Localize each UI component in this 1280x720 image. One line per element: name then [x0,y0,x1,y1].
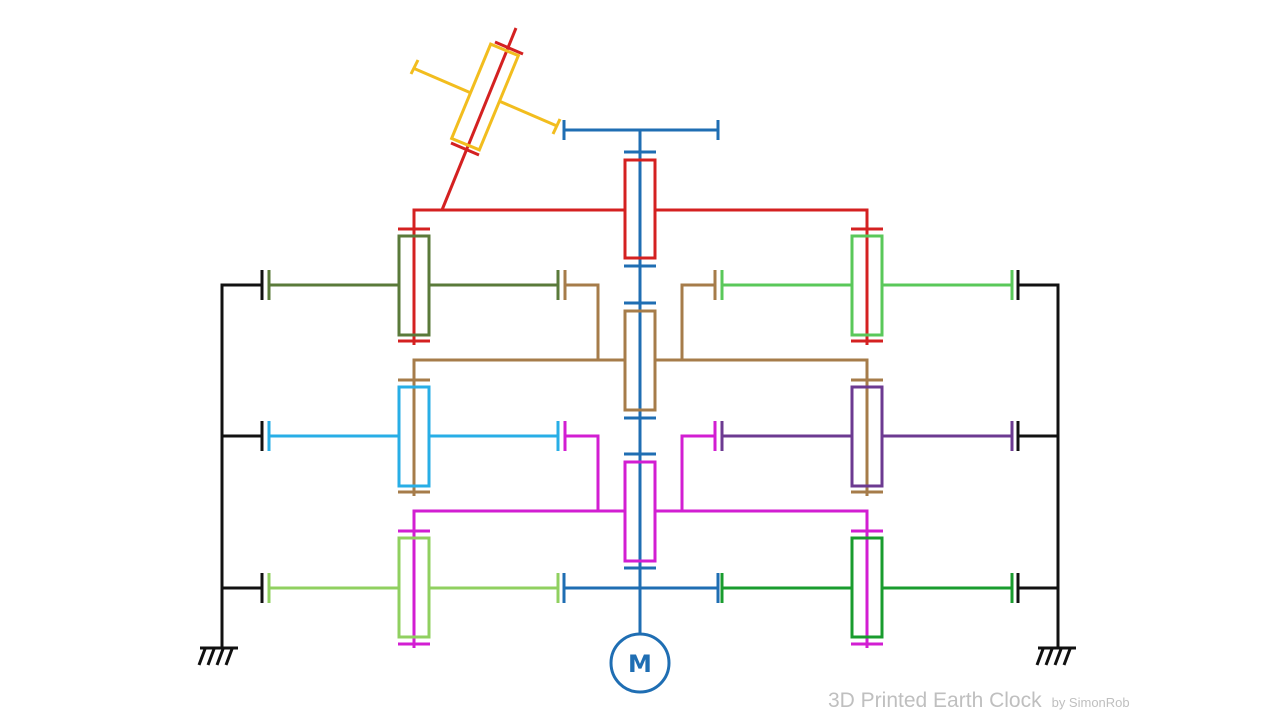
footer-byline: by SimonRob [1052,695,1130,710]
green-gear-lower-right [720,536,1014,639]
green-gear-upper-right [720,234,1014,337]
frame-left [220,283,262,647]
ground-left-icon [197,646,238,666]
magenta-carrier [398,421,883,648]
frame-right [1018,283,1060,647]
motor-shaft [562,120,720,633]
frame-bearings [260,270,1020,603]
olive-gear-upper-left [267,234,560,337]
lime-gear-lower-left [267,536,560,639]
footer-title: 3D Printed Earth Clock [828,689,1042,712]
purple-gear-middle-right [720,385,1014,488]
red-carrier [398,27,883,345]
ground-right-icon [1035,646,1076,666]
yellow-tilted-gear [409,42,562,152]
brown-carrier [398,270,883,496]
footer-caption: 3D Printed Earth Clock by SimonRob [828,689,1130,712]
motor-icon: M [609,632,671,694]
motor-label: M [628,650,652,678]
cyan-gear-middle-left [267,385,560,488]
